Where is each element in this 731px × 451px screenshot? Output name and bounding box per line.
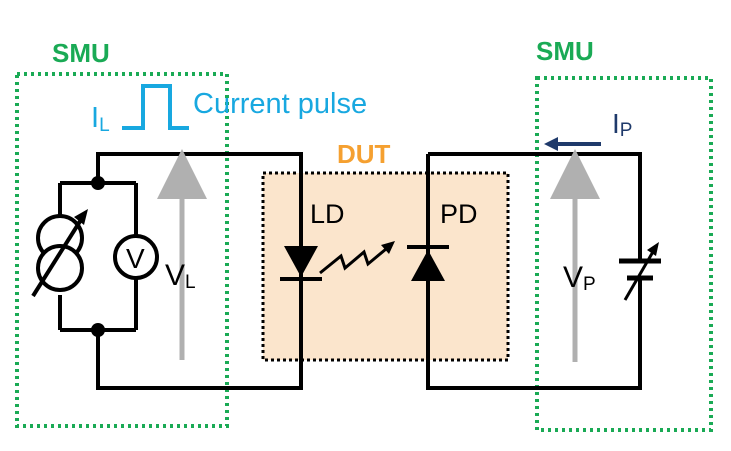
ld-label: LD: [310, 199, 345, 229]
smu-left-box: [15, 72, 229, 428]
vl-label: VL: [165, 259, 196, 293]
current-symbol: IL: [91, 102, 110, 136]
junction-dot-top: [91, 176, 105, 190]
current-pulse-label: Current pulse: [193, 88, 367, 120]
laser-diode-icon: [280, 246, 322, 281]
smu-right-box: [535, 76, 713, 432]
ip-label: IP: [612, 108, 632, 141]
dut-label: DUT: [337, 139, 391, 169]
ip-current-arrow: [544, 137, 601, 151]
smu-right-label: SMU: [536, 36, 594, 66]
current-pulse-waveform: [122, 84, 189, 130]
voltmeter-icon: [113, 234, 159, 280]
light-emission-arrow-icon: [319, 241, 395, 275]
smu-left-label: SMU: [52, 38, 110, 68]
variable-current-source-icon: [31, 209, 88, 298]
pd-label: PD: [440, 199, 478, 229]
junction-dot-bottom: [91, 323, 105, 337]
variable-voltage-source-icon: [619, 242, 661, 301]
vp-label: VP: [563, 261, 596, 295]
voltmeter-label: V: [126, 243, 145, 274]
photodiode-icon: [407, 245, 449, 281]
